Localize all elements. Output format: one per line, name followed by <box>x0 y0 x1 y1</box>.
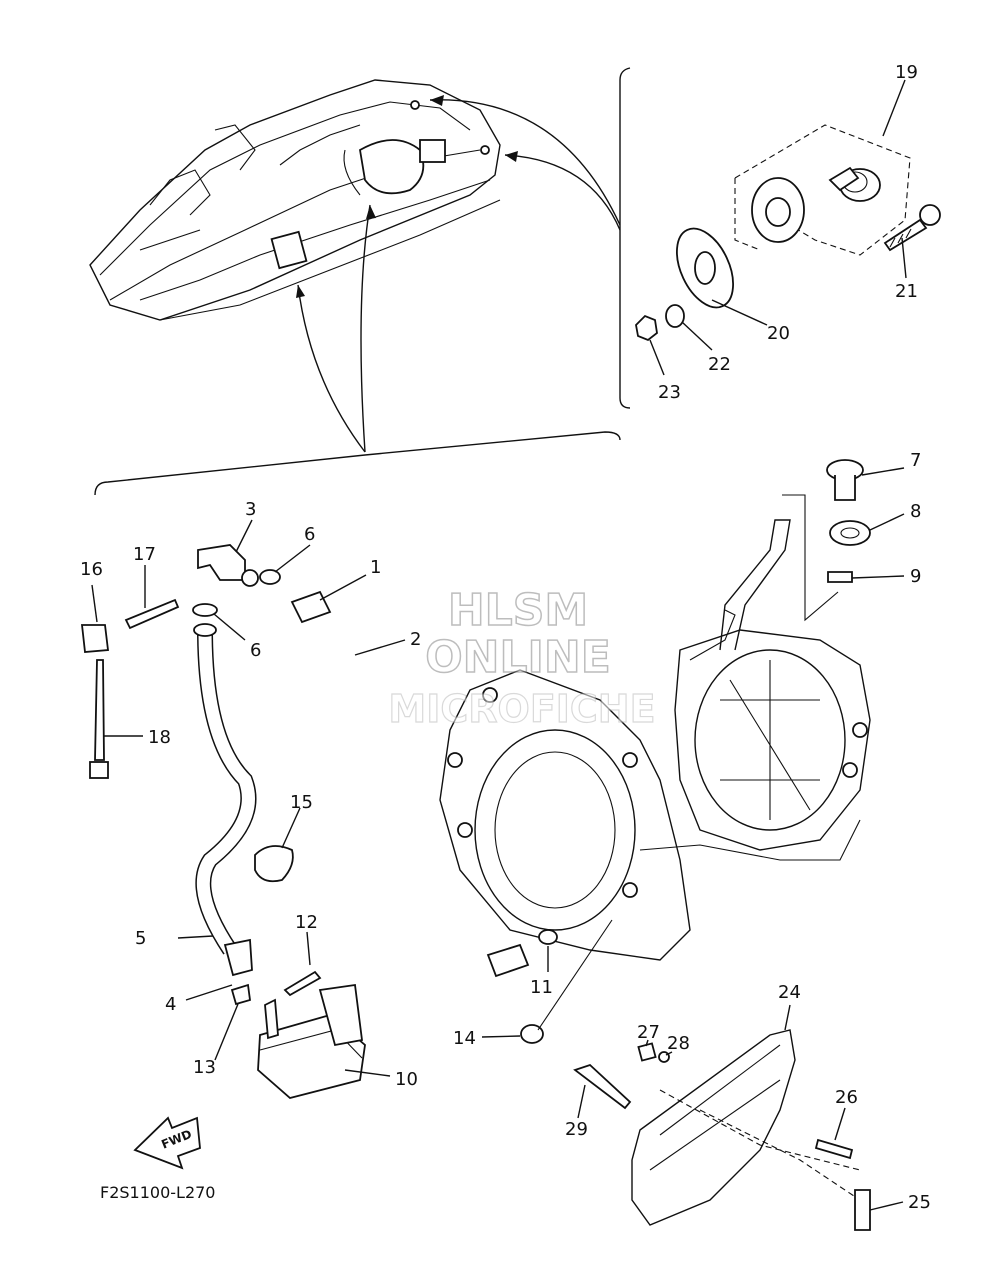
callout-1: 1 <box>370 557 381 578</box>
cooling-hoses <box>192 544 613 1044</box>
tube-bracket-lines <box>782 494 839 622</box>
callout-16: 16 <box>80 559 103 580</box>
callout-14: 14 <box>453 1028 476 1049</box>
callout-13: 13 <box>193 1057 216 1078</box>
callout-9: 9 <box>910 566 921 587</box>
detail-bracket-right <box>619 67 631 409</box>
detail-bracket-lower <box>94 431 621 496</box>
callout-29: 29 <box>565 1119 588 1140</box>
callout-22: 22 <box>708 354 731 375</box>
watercraft-overview <box>89 79 501 321</box>
ride-plate-assembly <box>573 1004 904 1231</box>
callout-28: 28 <box>667 1033 690 1054</box>
callout-17: 17 <box>133 544 156 565</box>
callout-24: 24 <box>778 982 801 1003</box>
callout-4: 4 <box>165 994 176 1015</box>
watermark: HLSM ONLINE MICROFICHE <box>388 584 656 731</box>
drain-plug-assembly <box>635 79 941 376</box>
diagram-code: F2S1100-L270 <box>100 1183 215 1202</box>
callout-7: 7 <box>910 450 921 471</box>
callout-25: 25 <box>908 1192 931 1213</box>
parts-10-12-13 <box>177 931 391 1099</box>
callout-5: 5 <box>135 928 146 949</box>
fwd-direction-arrow: FWD <box>133 1116 201 1170</box>
callout-20: 20 <box>767 323 790 344</box>
leader-lines <box>213 519 549 1038</box>
callout-6b: 6 <box>250 640 261 661</box>
callout-6a: 6 <box>304 524 315 545</box>
callout-8: 8 <box>910 501 921 522</box>
jet-pump-housing <box>439 609 871 961</box>
watermark-line-2: ONLINE <box>425 632 611 683</box>
watermark-line-1: HLSM <box>448 585 588 636</box>
callout-3: 3 <box>245 499 256 520</box>
callout-18: 18 <box>148 727 171 748</box>
callout-21: 21 <box>895 281 918 302</box>
callout-19: 19 <box>895 62 918 83</box>
parts-16-17-18 <box>80 565 180 779</box>
callout-12: 12 <box>295 912 318 933</box>
watermark-line-3: MICROFICHE <box>388 687 655 731</box>
callout-11: 11 <box>530 977 553 998</box>
callout-2: 2 <box>410 629 421 650</box>
callout-10: 10 <box>395 1069 418 1090</box>
drain-tube <box>719 519 791 651</box>
callout-27: 27 <box>637 1022 660 1043</box>
parts-7-8-9 <box>826 459 905 583</box>
callout-26: 26 <box>835 1087 858 1108</box>
callout-15: 15 <box>290 792 313 813</box>
callout-23: 23 <box>658 382 681 403</box>
callout-labels: 1 2 3 4 5 6 6 7 8 9 10 11 12 13 14 15 16… <box>80 62 931 1213</box>
location-arrows <box>296 95 621 453</box>
